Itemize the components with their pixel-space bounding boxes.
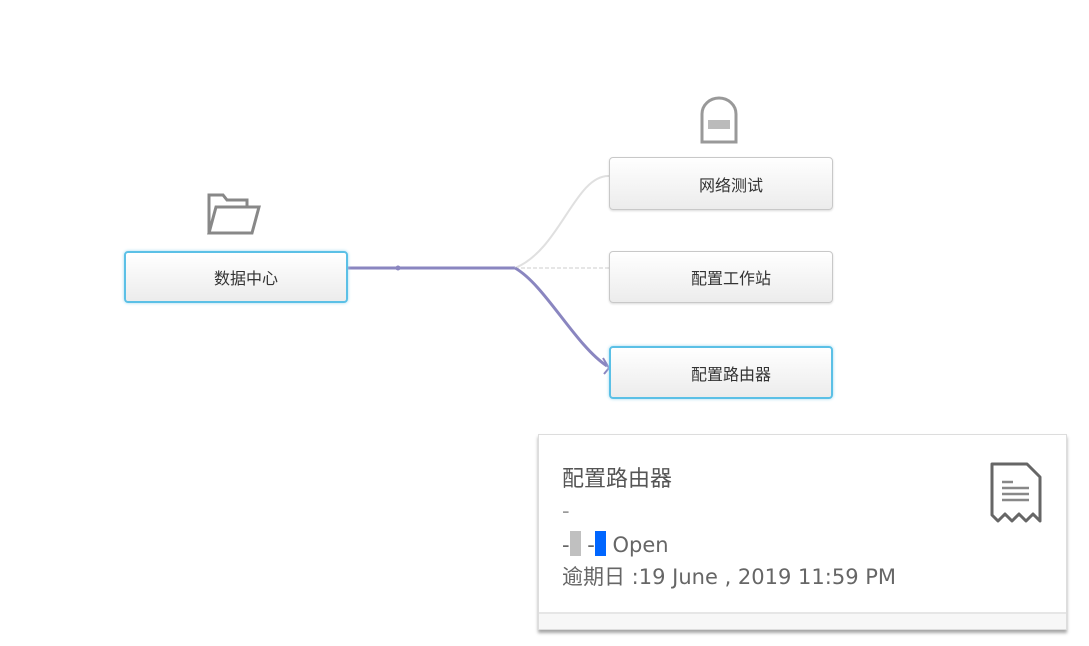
status-prefix: - [587,533,595,557]
child-node-label: 配置工作站 [690,269,771,288]
status-blue-indicator [594,531,606,556]
status-gray-indicator [569,531,581,556]
due-date: 19 June , 2019 11:59 PM [638,565,897,589]
root-node-label: 数据中心 [213,269,278,288]
card-footer [539,612,1066,629]
child-node-configure-workstation[interactable]: 配置工作站 [609,251,833,303]
receipt-icon [990,462,1042,523]
card-due-row: 逾期日 :19 June , 2019 11:59 PM [562,561,896,591]
folder-icon [207,193,261,235]
root-node[interactable]: 数据中心 [124,251,348,303]
status-text: Open [612,533,669,557]
status-prefix: - [562,533,570,557]
card-title: 配置路由器 [562,467,673,492]
child-node-label: 配置路由器 [690,364,771,384]
due-label: 逾期日 : [562,565,639,589]
lock-icon [700,96,738,144]
card-description: - [562,499,570,523]
child-node-network-test[interactable]: 网络测试 [609,157,833,210]
card-status-row: - - Open [562,531,669,557]
detail-card[interactable]: 配置路由器 - - - Open 逾期日 :19 June , 2019 11:… [538,434,1067,630]
child-node-configure-router[interactable]: 配置路由器 [609,346,833,399]
child-node-label: 网络测试 [698,175,763,195]
